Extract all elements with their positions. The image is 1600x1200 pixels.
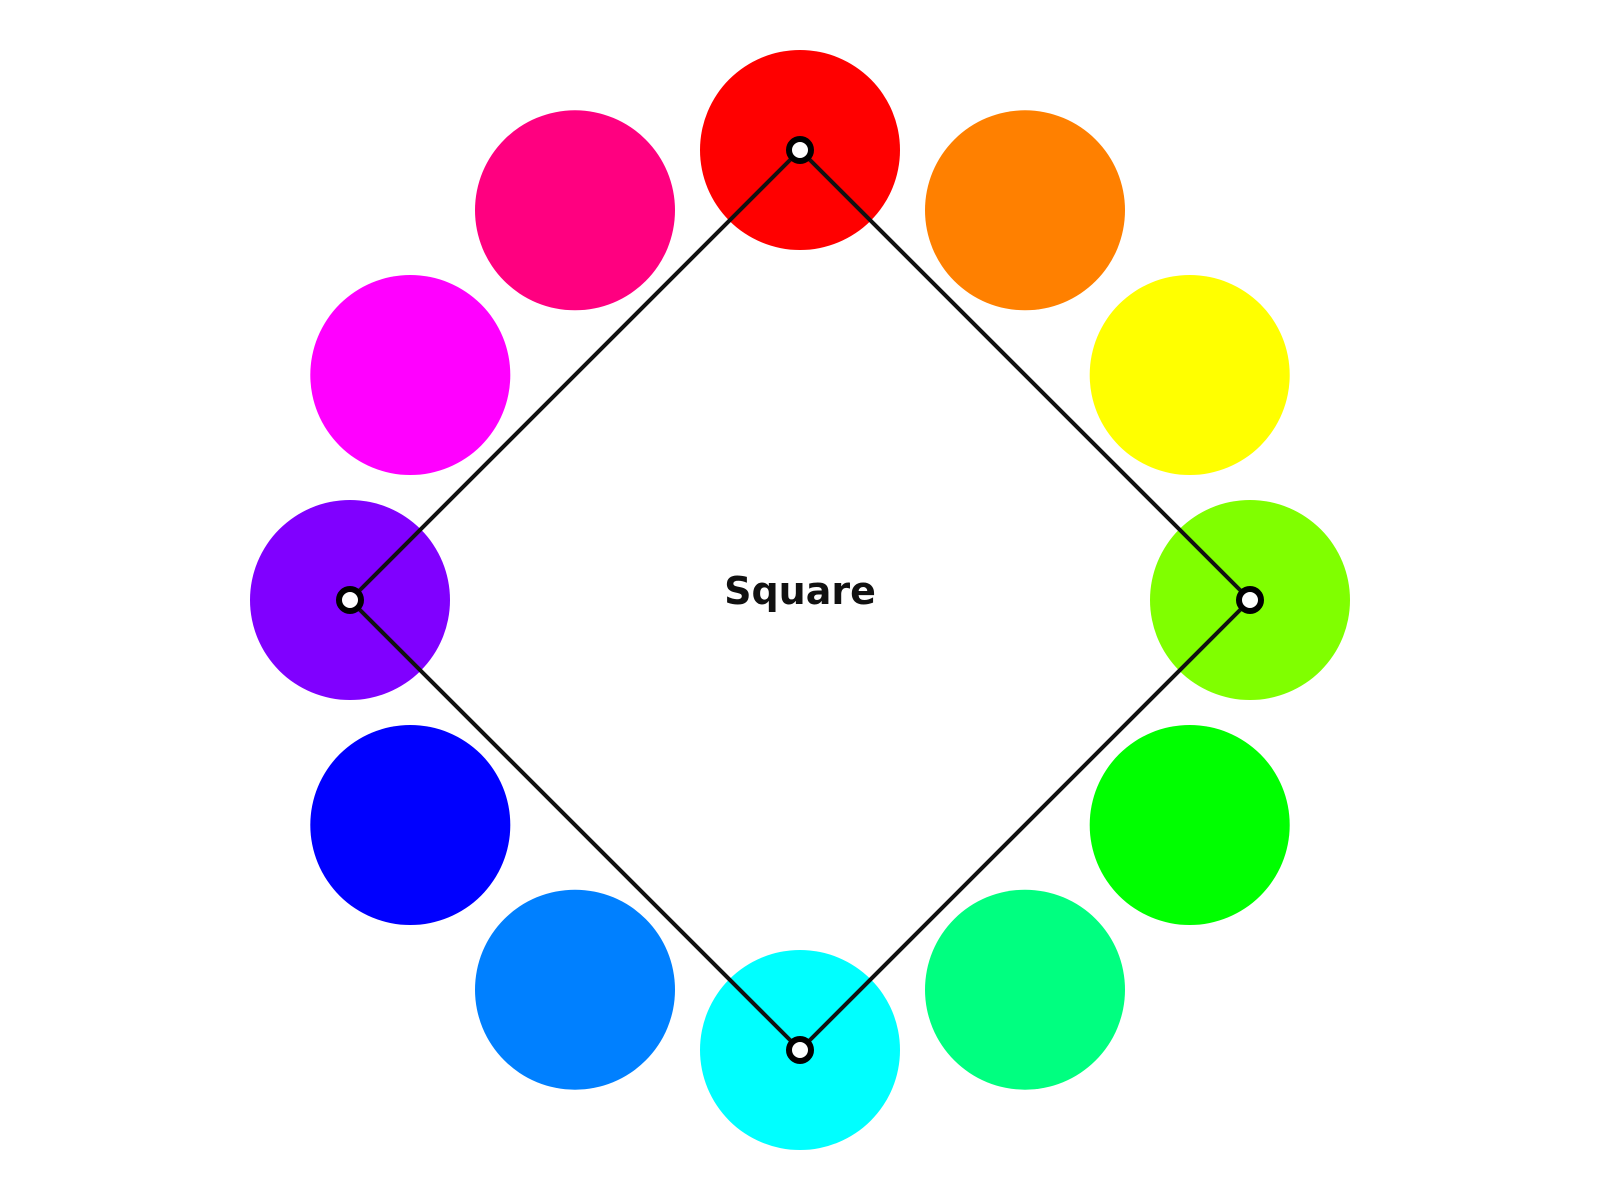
marker-violet [336,586,364,614]
swatch-rose [475,110,675,311]
marker-red [786,136,814,164]
swatch-azure [475,889,675,1090]
swatch-green [1089,725,1290,925]
marker-chartreuse [1236,586,1264,614]
selection-markers [336,136,1264,1064]
scheme-label: Square [724,569,876,613]
marker-cyan [786,1036,814,1064]
swatch-magenta [310,275,511,475]
swatch-spring-green [925,889,1125,1090]
swatch-blue [310,725,511,925]
swatch-yellow [1089,275,1290,475]
swatch-orange [925,110,1125,311]
